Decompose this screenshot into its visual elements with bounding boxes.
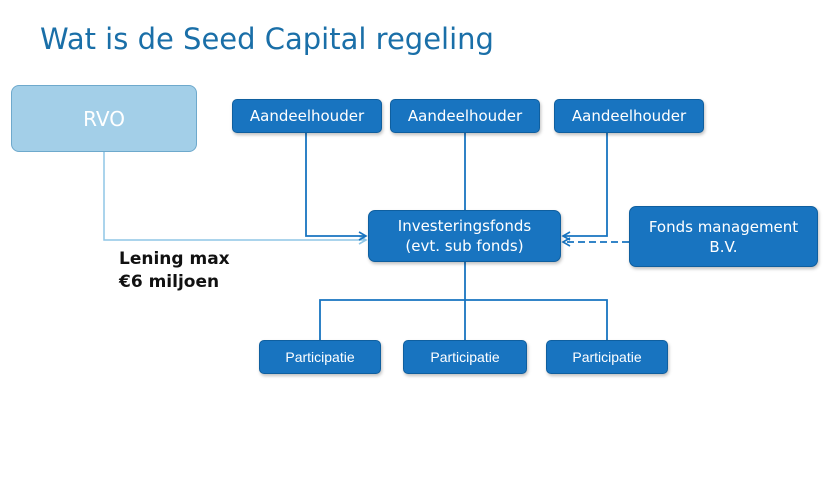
participation-box-2: Participatie bbox=[403, 340, 527, 374]
loan-label-line1: Lening max bbox=[119, 249, 230, 269]
shareholder-label: Aandeelhouder bbox=[571, 107, 687, 125]
investment-fund-box: Investeringsfonds (evt. sub fonds) bbox=[368, 210, 561, 262]
fund-management-box: Fonds management B.V. bbox=[629, 206, 818, 267]
page-title: Wat is de Seed Capital regeling bbox=[40, 22, 494, 56]
fund-subtitle: (evt. sub fonds) bbox=[405, 237, 524, 255]
participation-label: Participatie bbox=[285, 349, 355, 365]
management-suffix: B.V. bbox=[709, 237, 738, 256]
rvo-label: RVO bbox=[83, 106, 125, 131]
rvo-loan-arrow bbox=[103, 152, 368, 245]
shareholder-box-3: Aandeelhouder bbox=[554, 99, 704, 133]
loan-label-line2: €6 miljoen bbox=[119, 272, 220, 292]
participation-box-1: Participatie bbox=[259, 340, 381, 374]
management-name: Fonds management bbox=[648, 217, 799, 236]
participation-label: Participatie bbox=[430, 349, 500, 365]
shareholder-label: Aandeelhouder bbox=[249, 107, 365, 125]
shareholder-label: Aandeelhouder bbox=[407, 107, 523, 125]
shareholder-box-1: Aandeelhouder bbox=[232, 99, 382, 133]
rvo-box: RVO bbox=[11, 85, 197, 152]
loan-label: Lening max €6 miljoen bbox=[119, 248, 230, 294]
fund-name: Investeringsfonds bbox=[397, 217, 532, 235]
participation-bus bbox=[319, 299, 608, 340]
participation-box-3: Participatie bbox=[546, 340, 668, 374]
participation-label: Participatie bbox=[572, 349, 642, 365]
shareholder-1-arrow bbox=[305, 133, 368, 241]
shareholder-3-arrow bbox=[561, 133, 608, 241]
shareholder-box-2: Aandeelhouder bbox=[390, 99, 540, 133]
